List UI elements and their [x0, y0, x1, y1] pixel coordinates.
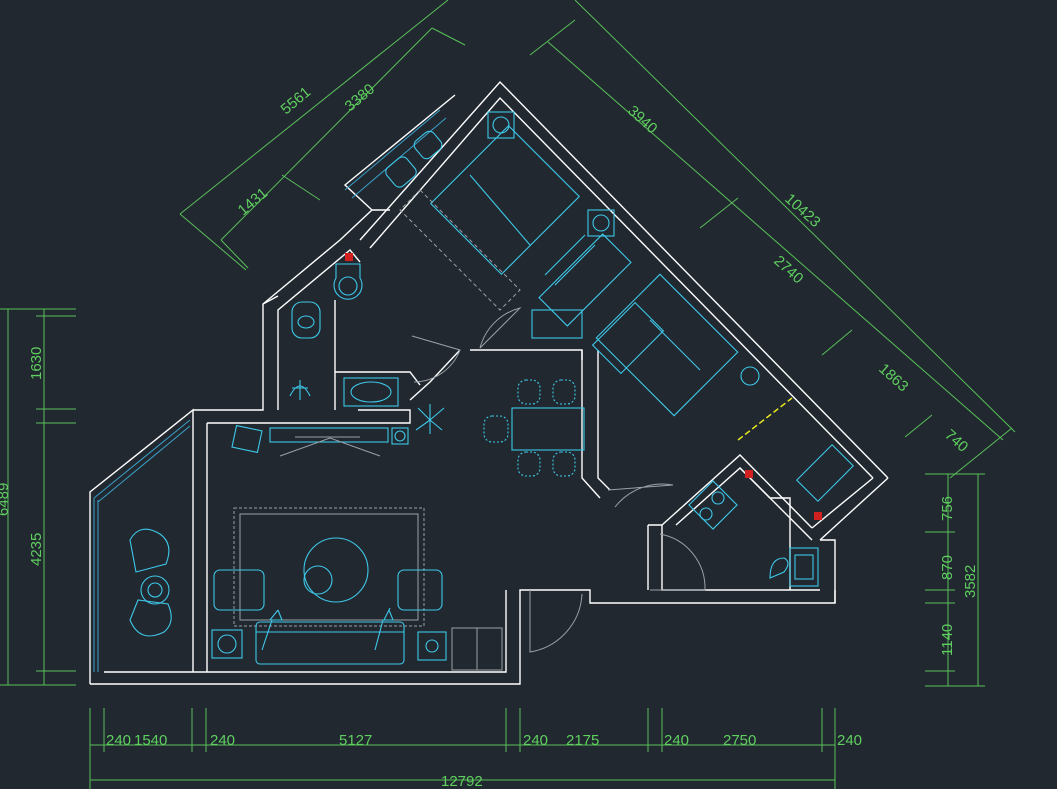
dimension-lines [0, 0, 1016, 789]
chair-end [483, 415, 509, 443]
person-figure-right [374, 607, 394, 651]
dim-topright-3940: 3940 [624, 102, 660, 137]
speaker [391, 427, 409, 445]
cook-figure [769, 557, 789, 579]
bathroom [289, 253, 399, 407]
dimension-labels: 240 1540 240 5127 240 2175 240 2750 240 … [0, 81, 979, 789]
dim-bottom-total: 12792 [441, 773, 483, 789]
stove [688, 480, 738, 530]
door-master [479, 307, 522, 349]
coffee-table [303, 537, 369, 603]
doors [411, 307, 706, 653]
dim-topright-2740: 2740 [770, 252, 806, 287]
walls [89, 80, 889, 685]
side-table-left [211, 629, 243, 659]
side-table-right [417, 631, 447, 661]
floor-drain-laundry [814, 512, 822, 520]
dim-right-756: 756 [939, 496, 956, 521]
dim-bottom-2175: 2175 [566, 732, 599, 749]
balcony-window [93, 419, 191, 672]
dim-right-870: 870 [939, 555, 956, 580]
shower-head [289, 380, 311, 400]
dim-left-4235: 4235 [28, 533, 45, 566]
dim-topright-740: 740 [941, 426, 971, 455]
dim-bottom-240-c: 240 [523, 732, 548, 749]
gas-meter [745, 470, 753, 478]
single-bed [595, 273, 739, 417]
chair-3 [517, 451, 541, 477]
kitchen [688, 443, 855, 587]
floor-drain-bath [345, 253, 353, 261]
dim-bottom-240-b: 240 [210, 732, 235, 749]
lounge-chair-top [129, 528, 170, 573]
dining-area [415, 379, 585, 477]
door-bathroom [411, 335, 461, 383]
bidet [291, 301, 321, 339]
lounge-chair-bottom [129, 599, 172, 637]
rug [233, 507, 425, 627]
dim-bottom-240-d: 240 [664, 732, 689, 749]
dim-right-total: 3582 [962, 565, 979, 598]
dim-left-total: 6489 [0, 483, 12, 516]
sofa [255, 621, 405, 665]
dim-topleft-5561: 5561 [278, 84, 314, 118]
door-entry [529, 590, 583, 653]
person-figure-left [261, 609, 283, 651]
lamp-second [740, 366, 760, 386]
dim-topleft-1431: 1431 [235, 185, 271, 219]
armchair-right [397, 569, 443, 611]
dresser [531, 309, 583, 339]
balcony-seating [129, 528, 172, 637]
dim-bottom-240-e: 240 [837, 732, 862, 749]
dim-bottom-5127: 5127 [339, 732, 372, 749]
armchair-left [213, 569, 265, 611]
toilet [333, 263, 363, 300]
chair-2 [552, 379, 576, 405]
dim-bottom-2750: 2750 [723, 732, 756, 749]
chair-1 [517, 379, 541, 405]
living-room [211, 424, 503, 671]
plant [415, 404, 445, 434]
vanity-sink [343, 377, 399, 407]
kitchen-sink [789, 547, 819, 587]
nightstand-top [487, 111, 515, 139]
wardrobe-master [538, 233, 632, 327]
balcony-chair-2 [413, 130, 443, 160]
balcony-chair-1 [385, 156, 417, 188]
dining-table [511, 407, 585, 451]
door-kitchen [650, 533, 706, 591]
yellow-partition [737, 397, 793, 441]
bedroom-master [399, 111, 632, 339]
wardrobe-second [591, 301, 665, 375]
round-table [140, 575, 170, 605]
chair-4 [552, 451, 576, 477]
decor-box [231, 424, 263, 454]
nightstand-bottom [587, 209, 615, 237]
washer [795, 443, 855, 503]
dim-left-1630: 1630 [28, 347, 45, 380]
bedroom-second [591, 273, 793, 441]
dim-right-1140: 1140 [939, 624, 956, 656]
dim-topright-1863: 1863 [875, 360, 911, 395]
top-balcony [344, 109, 447, 199]
tv-console [269, 427, 389, 443]
dim-bottom-240-a: 240 [106, 732, 131, 749]
double-bed [429, 124, 581, 276]
dim-topleft-3380: 3380 [342, 81, 378, 115]
dim-bottom-1540: 1540 [134, 732, 167, 749]
dim-topright-10423: 10423 [781, 190, 823, 231]
door-second-bedroom [607, 483, 674, 508]
